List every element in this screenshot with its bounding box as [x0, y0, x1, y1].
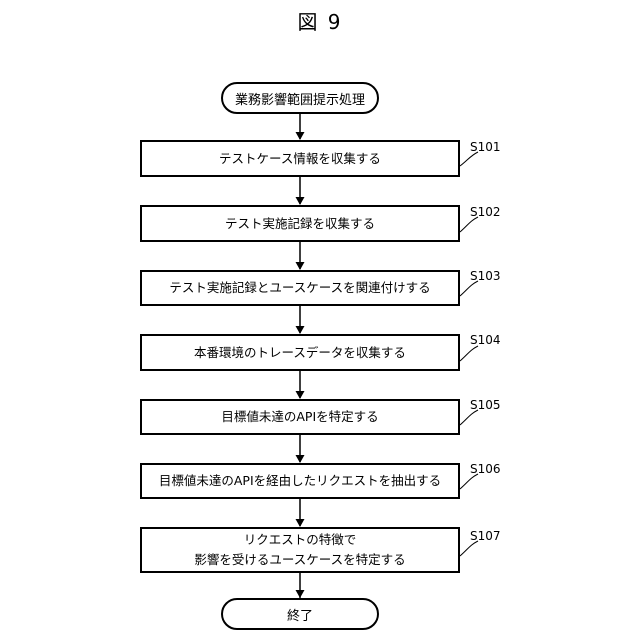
arrowhead-s105	[296, 391, 305, 399]
process-step-s104: 本番環境のトレースデータを収集する	[140, 334, 460, 371]
process-step-s106: 目標値未達のAPIを経由したリクエストを抽出する	[140, 463, 460, 499]
step-id-s102: S102	[470, 205, 501, 219]
arrowhead-s104	[296, 326, 305, 334]
arrowhead-s106	[296, 455, 305, 463]
process-step-text: テストケース情報を収集する	[219, 149, 381, 169]
leader-s101	[460, 152, 478, 166]
start-terminal: 業務影響範囲提示処理	[221, 82, 379, 114]
process-step-s101: テストケース情報を収集する	[140, 140, 460, 177]
end-terminal: 終了	[221, 598, 379, 630]
process-step-s103: テスト実施記録とユースケースを関連付けする	[140, 270, 460, 306]
arrowhead-end	[296, 590, 305, 598]
process-step-s107: リクエストの特徴で 影響を受けるユースケースを特定する	[140, 527, 460, 573]
process-step-text-line-2: 影響を受けるユースケースを特定する	[194, 550, 405, 570]
arrowhead-s107	[296, 519, 305, 527]
process-step-s102: テスト実施記録を収集する	[140, 205, 460, 242]
leader-s106	[460, 474, 478, 489]
process-step-lines: リクエストの特徴で 影響を受けるユースケースを特定する	[194, 530, 405, 570]
process-step-text: テスト実施記録を収集する	[225, 214, 375, 234]
process-step-text-line-1: リクエストの特徴で	[244, 530, 357, 550]
leader-s105	[460, 410, 478, 425]
step-id-s105: S105	[470, 398, 501, 412]
process-step-text: 目標値未達のAPIを特定する	[221, 407, 378, 427]
step-id-s107: S107	[470, 529, 501, 543]
step-id-s106: S106	[470, 462, 501, 476]
process-step-text: 目標値未達のAPIを経由したリクエストを抽出する	[159, 471, 441, 491]
arrowhead-s103	[296, 262, 305, 270]
start-terminal-label: 業務影響範囲提示処理	[235, 89, 365, 108]
process-step-text: テスト実施記録とユースケースを関連付けする	[169, 278, 430, 298]
leader-s107	[460, 541, 478, 556]
process-step-text: 本番環境のトレースデータを収集する	[194, 343, 406, 363]
arrowhead-s102	[296, 197, 305, 205]
step-id-s101: S101	[470, 140, 501, 154]
leader-s102	[460, 217, 478, 232]
process-step-s105: 目標値未達のAPIを特定する	[140, 399, 460, 435]
arrowhead-s101	[296, 132, 305, 140]
leader-s104	[460, 346, 478, 361]
step-id-s103: S103	[470, 269, 501, 283]
step-id-s104: S104	[470, 333, 501, 347]
leader-s103	[460, 281, 478, 296]
end-terminal-label: 終了	[287, 605, 313, 624]
